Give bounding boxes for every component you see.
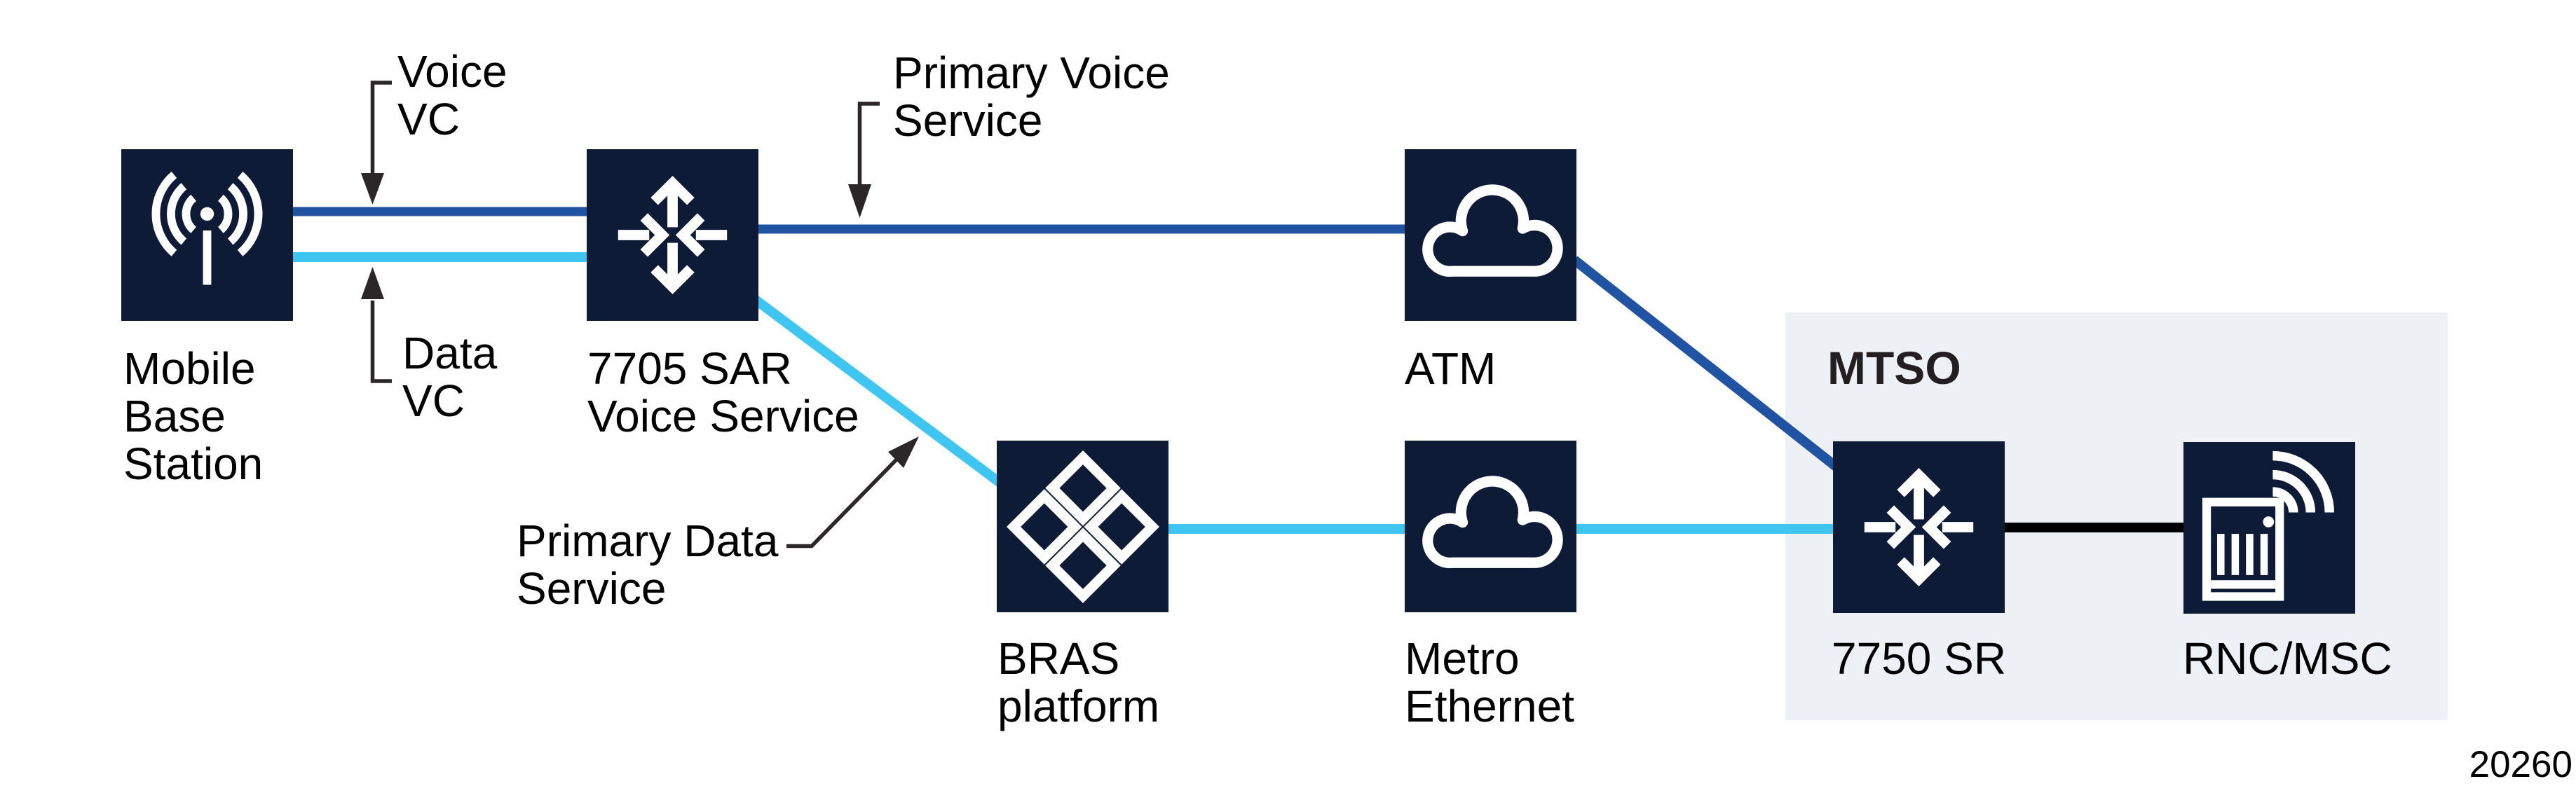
node-label-rnc-msc: RNC/MSC xyxy=(2183,633,2392,684)
primary-data-callout-arrow xyxy=(786,458,898,549)
node-label-mobile-base-station: Mobile Base Station xyxy=(123,343,264,489)
primary-voice-callout-arrow xyxy=(857,102,880,184)
callout-label-voice-vc: Voice VC xyxy=(397,46,507,144)
callout-label-primary-data-service: Primary Data Service xyxy=(517,516,779,614)
link-primary-data-diagonal xyxy=(747,291,1016,497)
cloud-icon xyxy=(1422,184,1563,277)
node-label-bras-platform: BRAS platform xyxy=(997,633,1160,731)
primary-data-arrowhead xyxy=(888,436,919,468)
callout-label-primary-voice-service: Primary Voice Service xyxy=(893,48,1170,146)
node-mobile-base-station xyxy=(121,149,293,321)
server-wireless-icon xyxy=(2202,450,2334,601)
router-icon xyxy=(618,176,728,294)
antenna-icon xyxy=(151,171,263,285)
cloud-icon xyxy=(1422,476,1563,569)
node-label-7705-sar: 7705 SAR Voice Service xyxy=(587,343,859,441)
figure-number: 20260 xyxy=(2469,744,2572,785)
node-label-atm: ATM xyxy=(1405,343,1497,394)
node-bras-platform xyxy=(997,441,1168,612)
data-vc-arrowhead xyxy=(361,267,384,299)
node-7705-sar xyxy=(587,149,758,321)
voice-vc-arrowhead xyxy=(361,173,384,205)
voice-vc-callout-arrow xyxy=(370,81,392,174)
node-metro-ethernet xyxy=(1405,441,1576,612)
primary-voice-arrowhead xyxy=(848,184,871,218)
node-atm xyxy=(1405,149,1576,321)
node-7750-sr xyxy=(1833,441,2005,613)
router-icon xyxy=(1864,468,1974,586)
diamonds-icon xyxy=(1006,450,1159,603)
node-rnc-msc xyxy=(2183,442,2355,614)
data-vc-callout-arrow xyxy=(370,301,392,383)
region-label-mtso: MTSO xyxy=(1827,342,1961,394)
node-label-7750-sr: 7750 SR xyxy=(1832,633,2007,684)
node-label-metro-ethernet: Metro Ethernet xyxy=(1405,633,1574,731)
callout-label-data-vc: Data VC xyxy=(402,328,498,426)
